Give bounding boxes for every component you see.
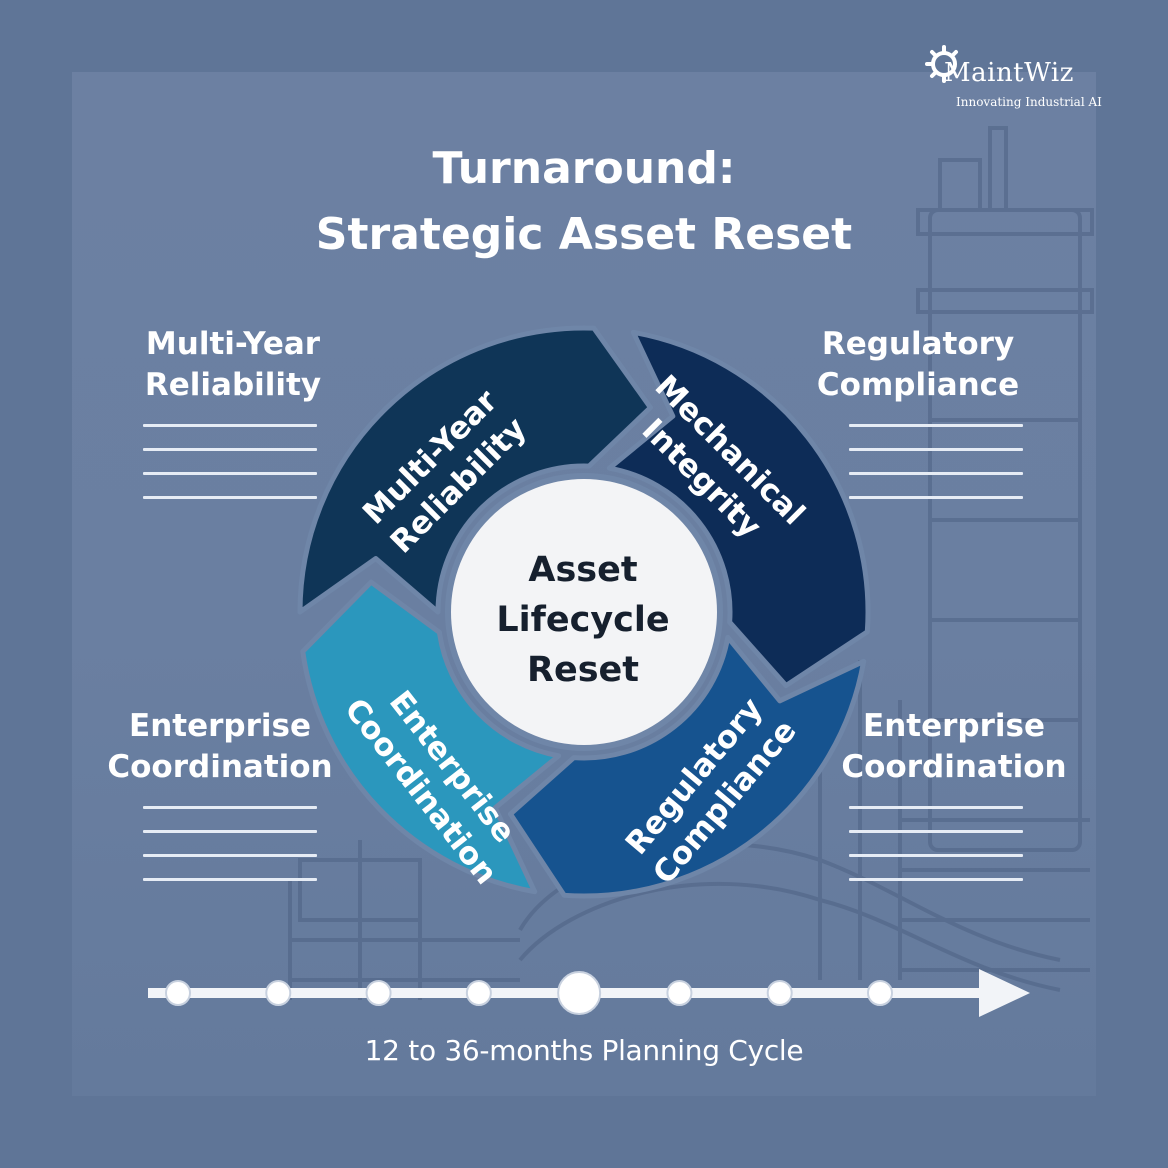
gear-icon	[925, 45, 958, 83]
side-label-top-left: Multi-Year Reliability	[140, 324, 326, 406]
timeline-dot	[557, 971, 602, 1015]
center-label-line: Reset	[527, 650, 639, 690]
brand-logo: MaintWiz Innovating Industrial AI	[922, 44, 1132, 114]
side-label-text: Regulatory	[821, 326, 1015, 362]
timeline-label: 12 to 36-months Planning Cycle	[364, 1034, 804, 1067]
side-label-text: Enterprise	[129, 708, 311, 744]
side-label-bottom-right: Enterprise Coordination	[834, 706, 1074, 788]
timeline-dot	[766, 980, 793, 1006]
placeholder-lines-top-right	[849, 424, 1023, 520]
side-label-text: Coordination	[841, 749, 1067, 785]
title-line-1: Turnaround:	[432, 143, 736, 194]
timeline-arrowhead	[979, 969, 1030, 1017]
timeline-dot	[365, 980, 392, 1006]
center-label-line: Asset	[528, 550, 638, 590]
cycle-segment-4	[300, 579, 562, 895]
brand-tagline: Innovating Industrial AI	[956, 95, 1102, 109]
cycle-segment-1	[297, 325, 653, 615]
side-label-text: Coordination	[107, 749, 333, 785]
cycle-segment-3	[507, 634, 867, 899]
center-label-line: Lifecycle	[496, 600, 670, 640]
cycle-center-label: Asset Lifecycle Reset	[455, 545, 711, 695]
placeholder-lines-top-left	[143, 424, 317, 520]
side-label-bottom-left: Enterprise Coordination	[100, 706, 340, 788]
side-label-text: Compliance	[816, 367, 1020, 403]
title-line-2: Strategic Asset Reset	[315, 209, 853, 260]
timeline-dot	[867, 980, 893, 1006]
placeholder-lines-bottom-right	[849, 806, 1023, 902]
timeline-dot	[165, 980, 191, 1006]
page-title: Turnaround: Strategic Asset Reset	[0, 136, 1168, 268]
side-label-text: Reliability	[144, 367, 322, 403]
placeholder-lines-bottom-left	[143, 806, 317, 902]
side-label-top-right: Regulatory Compliance	[806, 324, 1030, 406]
brand-name: MaintWiz	[944, 58, 1074, 88]
side-label-text: Enterprise	[863, 708, 1045, 744]
center-circle	[445, 473, 723, 751]
timeline-dot	[265, 980, 292, 1006]
timeline-dot	[666, 980, 693, 1006]
side-label-text: Multi-Year	[145, 326, 321, 362]
cycle-segment-2	[606, 329, 871, 689]
timeline-dot	[465, 980, 492, 1006]
